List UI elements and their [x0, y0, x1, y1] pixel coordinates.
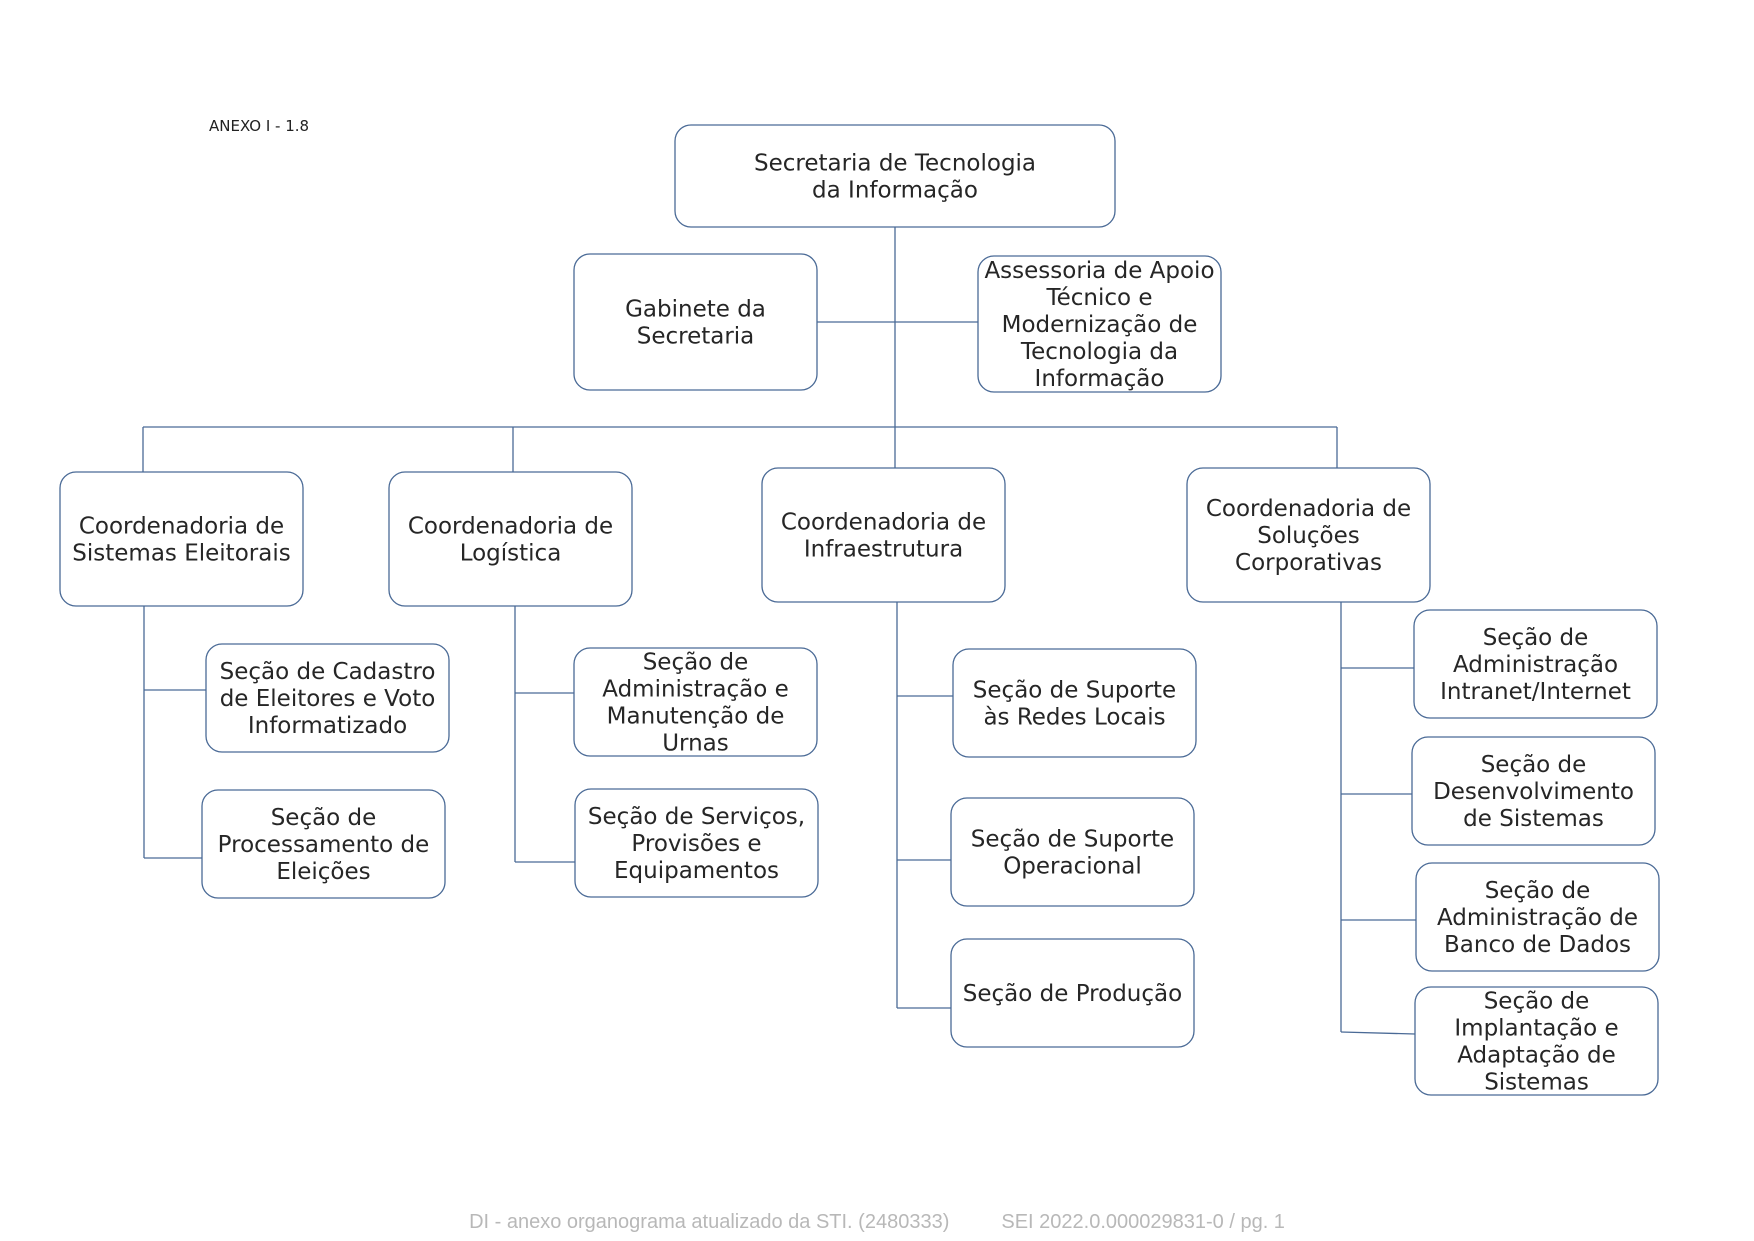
org-box-label-line: Urnas [662, 731, 729, 757]
org-box-label-line: Secretaria de Tecnologia [754, 151, 1036, 177]
org-box-label-line: Operacional [1003, 854, 1142, 880]
org-box-label-line: Coordenadoria de [781, 510, 986, 536]
org-box-label-line: Corporativas [1235, 550, 1382, 576]
org-box-label-line: Processamento de [218, 832, 430, 858]
org-box-frame [59, 471, 304, 607]
org-box-frame [201, 789, 446, 899]
org-box-frame [952, 648, 1197, 758]
org-box-label-line: Gabinete da [625, 297, 766, 323]
annex-label: ANEXO I - 1.8 [209, 117, 310, 135]
org-box-frame [761, 467, 1006, 603]
org-box-label-line: Tecnologia da [1020, 339, 1178, 365]
org-box-label-line: Infraestrutura [804, 537, 963, 563]
org-box-frame [574, 788, 819, 898]
org-box-label-line: Seção de Cadastro [220, 659, 436, 685]
org-box-frame [1413, 609, 1658, 719]
org-box-label-line: Banco de Dados [1444, 932, 1631, 958]
org-box-label-line: Logística [460, 541, 562, 567]
org-box-label-line: Informatizado [248, 713, 407, 739]
org-box-label-line: Seção de Suporte [971, 827, 1174, 853]
org-box-label-line: Seção de [271, 805, 377, 831]
org-box-frame [573, 647, 818, 757]
org-box-label-line: Intranet/Internet [1440, 679, 1631, 705]
connector-line [1340, 1031, 1416, 1035]
footer-document: DI - anexo organograma atualizado da STI… [469, 1211, 950, 1233]
org-box-label-line: Administração de [1437, 905, 1638, 931]
footer: DI - anexo organograma atualizado da STI… [0, 1211, 1754, 1234]
org-box-label-line: Administração e [602, 677, 789, 703]
org-box-frame [1186, 467, 1431, 603]
org-box-label-line: Seção de [1483, 625, 1589, 651]
org-box-label-line: Seção de [1484, 989, 1590, 1015]
org-box-label-line: Técnico e [1045, 285, 1152, 311]
org-box-frame [1415, 862, 1660, 972]
org-box-frame [1414, 986, 1659, 1096]
org-box-frame [977, 255, 1222, 393]
org-box-label-line: de Eleitores e Voto [220, 686, 436, 712]
org-box-label-line: Assessoria de Apoio [984, 258, 1214, 284]
org-box-frame [674, 124, 1116, 228]
org-box-label-line: Eleições [276, 859, 370, 885]
org-box-label-line: Implantação e [1454, 1016, 1618, 1042]
org-box-label-line: Desenvolvimento [1433, 779, 1634, 805]
org-box-label-line: Coordenadoria de [79, 514, 284, 540]
org-box-frame [573, 253, 818, 391]
org-box-label-line: Coordenadoria de [408, 514, 613, 540]
org-box-label-line: Seção de [1481, 752, 1587, 778]
org-box-label-line: Coordenadoria de [1206, 496, 1411, 522]
footer-sei: SEI 2022.0.000029831-0 / pg. 1 [1001, 1211, 1285, 1233]
org-box-label-line: Equipamentos [614, 858, 779, 884]
org-box-label-line: Modernização de [1002, 312, 1198, 338]
org-box-label-line: Seção de Suporte [973, 678, 1176, 704]
org-box-frame [205, 643, 450, 753]
org-box-label-line: Manutenção de [607, 704, 785, 730]
org-box-label-line: Soluções [1257, 523, 1360, 549]
org-box-label-line: Administração [1453, 652, 1618, 678]
org-box-sec-servicos: Seção de Serviços,Provisões eEquipamento… [574, 788, 819, 898]
org-box-label-line: Sistemas [1484, 1070, 1589, 1096]
org-box-label-line: Secretaria [637, 324, 755, 350]
connector-lines [142, 227, 1416, 1035]
org-box-label-line: Provisões e [631, 831, 761, 857]
org-box-frame [950, 797, 1195, 907]
org-box-frame [1411, 736, 1656, 846]
org-box-frame [388, 471, 633, 607]
org-box-label-line: às Redes Locais [983, 705, 1165, 731]
org-box-label-line: Seção de [1485, 878, 1591, 904]
org-box-label-line: Informação [1035, 366, 1165, 392]
org-box-frame [950, 938, 1195, 1048]
org-box-label-line: Sistemas Eleitorais [72, 541, 290, 567]
org-box-label-line: Seção de Produção [963, 981, 1182, 1007]
org-box-label-line: Seção de Serviços, [588, 804, 805, 830]
org-box-label-line: de Sistemas [1463, 806, 1604, 832]
org-box-label-line: da Informação [812, 178, 978, 204]
org-box-label-line: Adaptação de [1457, 1043, 1616, 1069]
org-box-sec-producao: Seção de Produção [950, 938, 1195, 1048]
org-box-label-line: Seção de [643, 650, 749, 676]
